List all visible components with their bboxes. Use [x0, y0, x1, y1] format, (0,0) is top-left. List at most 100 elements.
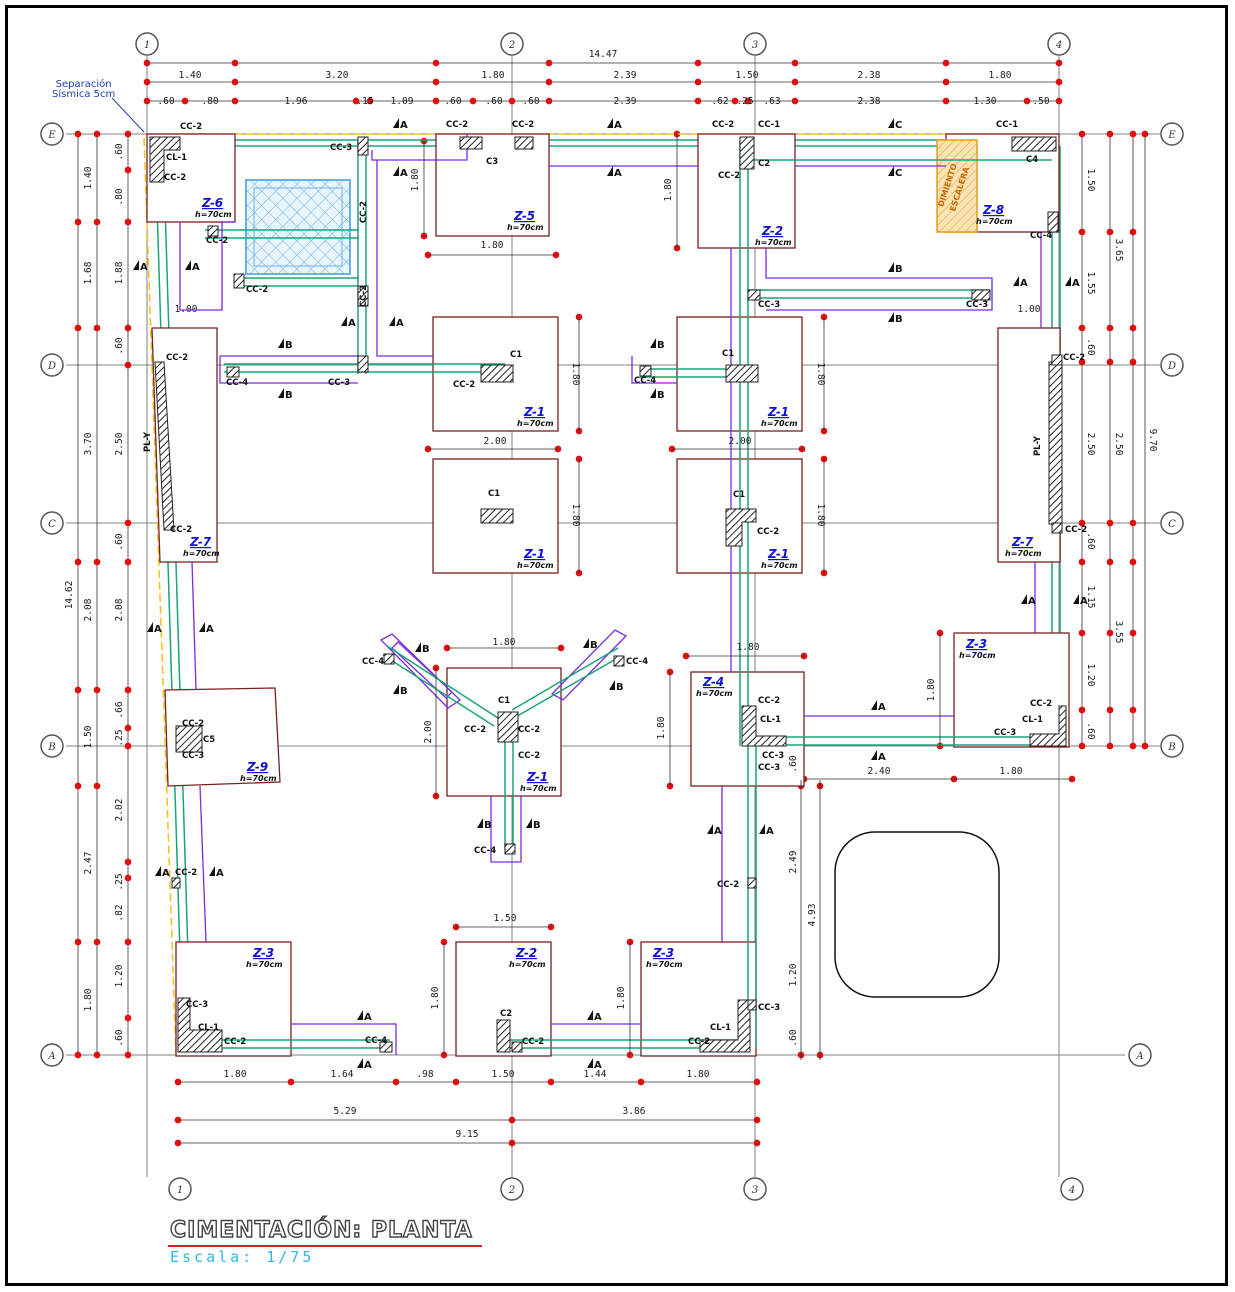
dimension-mark	[791, 97, 799, 105]
axis-bubble-4-bottom: 4	[1060, 1177, 1084, 1201]
svg-text:Z-7: Z-7	[1011, 535, 1034, 549]
section-mark: A	[209, 866, 224, 879]
dimension-mark	[124, 1014, 132, 1022]
section-mark: B	[415, 642, 430, 655]
footing-name-z2-bottom: Z-2h=70cm	[509, 946, 546, 969]
dimension-mark	[124, 218, 132, 226]
dimension-mark	[694, 59, 702, 67]
dimension-mark	[74, 130, 82, 138]
dimension-mark	[508, 1139, 516, 1147]
footing-z9	[164, 687, 281, 787]
svg-text:2: 2	[508, 1185, 515, 1196]
svg-text:C1: C1	[733, 490, 745, 500]
dimension-mark	[1129, 130, 1137, 138]
svg-text:1.40: 1.40	[83, 166, 94, 189]
svg-text:1.40: 1.40	[179, 70, 202, 81]
svg-text:1.80: 1.80	[570, 363, 581, 386]
svg-text:3: 3	[752, 40, 758, 51]
svg-text:A: A	[400, 168, 408, 179]
svg-text:1.80: 1.80	[570, 504, 581, 527]
svg-text:1.80: 1.80	[815, 504, 826, 527]
svg-text:4: 4	[1068, 1185, 1075, 1196]
dimension-mark	[143, 97, 151, 105]
svg-text:1.80: 1.80	[989, 70, 1012, 81]
stair-foundation: DIMIENTO ESCALERA	[936, 139, 978, 233]
svg-text:C: C	[895, 120, 902, 131]
svg-text:B: B	[657, 390, 665, 401]
svg-text:CC-2: CC-2	[1065, 525, 1087, 535]
section-mark: C	[888, 118, 902, 131]
dimension-mark	[1078, 706, 1086, 714]
dimension-mark	[1023, 97, 1031, 105]
svg-text:A: A	[594, 1060, 602, 1071]
svg-text:A: A	[614, 168, 622, 179]
svg-text:CL-1: CL-1	[760, 715, 781, 725]
svg-text:A: A	[364, 1060, 372, 1071]
svg-text:Z-1: Z-1	[523, 405, 545, 419]
axis-bubble-1: 1	[135, 32, 159, 56]
svg-text:CC-2: CC-2	[453, 380, 475, 390]
svg-text:Z-1: Z-1	[526, 770, 548, 784]
section-mark: B	[526, 818, 541, 831]
svg-text:3.20: 3.20	[326, 70, 349, 81]
svg-text:.60: .60	[522, 96, 539, 107]
svg-text:h=70cm: h=70cm	[646, 960, 683, 969]
bottom-dimensions: 1.80 1.64 .98 1.50 1.44 1.80 5.29 3.86 9…	[224, 1069, 710, 1140]
svg-text:.60: .60	[114, 533, 125, 550]
svg-text:A: A	[1135, 1051, 1143, 1062]
svg-text:h=70cm: h=70cm	[517, 561, 554, 570]
svg-text:Z-1: Z-1	[767, 547, 789, 561]
dimension-mark	[74, 218, 82, 226]
dimension-mark	[1106, 706, 1114, 714]
svg-text:A: A	[714, 826, 722, 837]
svg-text:B: B	[533, 820, 541, 831]
footing-name-z7-left: Z-7h=70cm	[183, 535, 220, 558]
svg-text:CC-4: CC-4	[226, 378, 248, 388]
svg-text:A: A	[192, 262, 200, 273]
svg-text:.25: .25	[114, 729, 125, 746]
svg-text:CC-3: CC-3	[758, 763, 780, 773]
svg-text:CC-2: CC-2	[717, 880, 739, 890]
svg-text:B: B	[47, 742, 55, 753]
svg-text:CC-1: CC-1	[758, 120, 780, 130]
section-mark: A	[607, 118, 622, 131]
svg-text:CC-4: CC-4	[362, 657, 384, 667]
svg-text:CC-3: CC-3	[182, 751, 204, 761]
axis-bubble-E-right: E	[1160, 122, 1184, 146]
svg-text:CC-2: CC-2	[1030, 699, 1052, 709]
dimension-mark	[1129, 742, 1137, 750]
axis-bubble-C: C	[40, 511, 64, 535]
svg-text:B: B	[590, 640, 598, 651]
seismic-separation-note: Separación Sísmica 5cm	[52, 79, 116, 100]
svg-text:2.49: 2.49	[788, 850, 799, 873]
axis-bubble-4: 4	[1047, 32, 1071, 56]
dimension-mark	[1106, 742, 1114, 750]
dimension-mark	[1078, 629, 1086, 637]
dimension-mark	[1106, 629, 1114, 637]
axis-bubble-D-right: D	[1160, 353, 1184, 377]
svg-text:1.30: 1.30	[974, 96, 997, 107]
svg-text:2: 2	[508, 40, 515, 51]
svg-text:1.55: 1.55	[1085, 272, 1096, 295]
svg-text:CC-2: CC-2	[224, 1037, 246, 1047]
svg-text:C1: C1	[510, 350, 522, 360]
axis-bubble-3: 3	[743, 32, 767, 56]
cistern	[834, 831, 1000, 998]
svg-text:1.00: 1.00	[1018, 304, 1041, 315]
svg-text:C4: C4	[1026, 155, 1038, 165]
svg-text:A: A	[614, 120, 622, 131]
svg-text:9.70: 9.70	[1147, 429, 1158, 452]
svg-text:.60: .60	[444, 96, 461, 107]
svg-text:B: B	[616, 682, 624, 693]
svg-text:1.80: 1.80	[430, 986, 441, 1009]
svg-text:1.80: 1.80	[482, 70, 505, 81]
footing-name-z8: Z-8h=70cm	[976, 203, 1013, 226]
svg-text:1.80: 1.80	[410, 168, 421, 191]
svg-text:4.93: 4.93	[807, 904, 818, 927]
footing-name-z7-right: Z-7h=70cm	[1005, 535, 1042, 558]
svg-text:h=70cm: h=70cm	[509, 960, 546, 969]
dimension-mark	[1055, 78, 1063, 86]
dimension-mark	[791, 59, 799, 67]
section-mark: B	[650, 338, 665, 351]
